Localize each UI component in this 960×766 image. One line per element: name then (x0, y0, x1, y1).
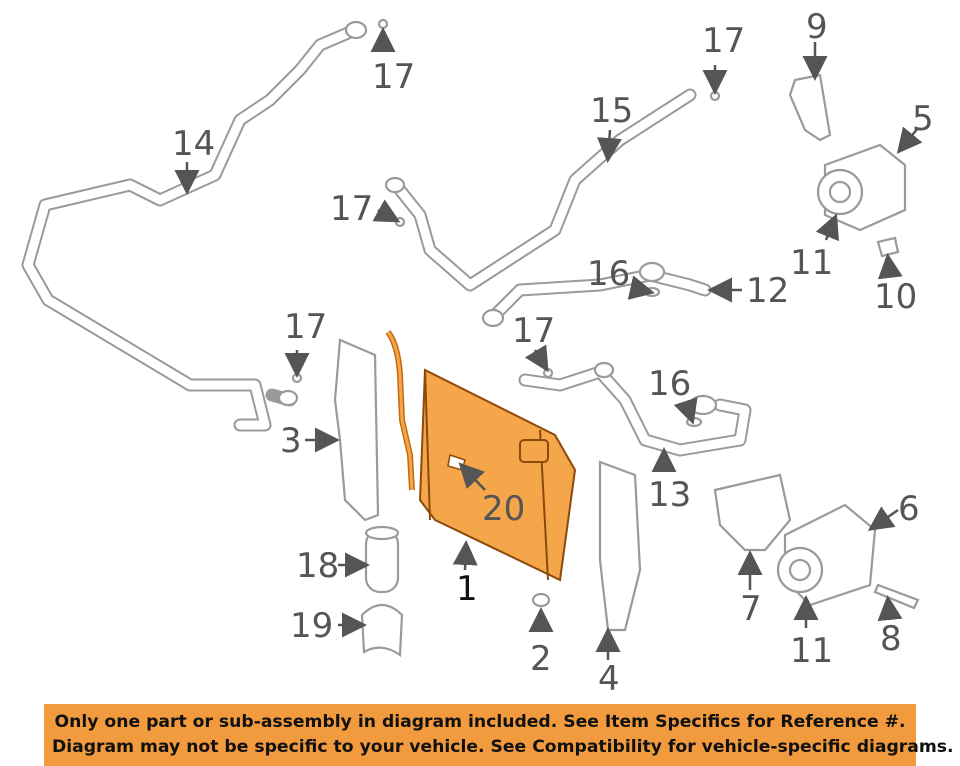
side-panel-4 (598, 460, 642, 632)
callout-17a: 17 (372, 57, 415, 97)
hose-15 (384, 88, 697, 292)
bracket-19 (360, 603, 404, 658)
oring-17d (291, 372, 303, 384)
callout-15: 15 (590, 91, 633, 131)
disclaimer-banner: Only one part or sub-assembly in diagram… (44, 704, 954, 766)
callout-20: 20 (482, 489, 525, 529)
callout-1: 1 (456, 569, 478, 609)
callout-19: 19 (290, 606, 333, 646)
callout-arrows (174, 27, 923, 660)
callout-14: 14 (172, 124, 215, 164)
callout-17d: 17 (284, 307, 327, 347)
callout-17c: 17 (330, 189, 373, 229)
cap-2 (531, 592, 551, 608)
callout-3: 3 (280, 421, 302, 461)
callout-5: 5 (912, 99, 934, 139)
oring-17b (709, 90, 721, 102)
callout-7: 7 (740, 589, 762, 629)
hose-14 (21, 20, 368, 432)
hose-12 (481, 261, 712, 328)
bolt-8 (873, 583, 920, 610)
compressor-6 (776, 503, 877, 607)
callout-6: 6 (898, 489, 920, 529)
callout-11a: 11 (790, 243, 833, 283)
side-panel-3 (333, 338, 380, 522)
bracket-7 (713, 473, 792, 552)
bolt-10 (876, 236, 900, 258)
callout-12: 12 (746, 271, 789, 311)
seal-16b (685, 416, 703, 428)
callout-4: 4 (598, 659, 620, 699)
callout-2: 2 (530, 639, 552, 679)
disclaimer-line-1: Only one part or sub-assembly in diagram… (54, 712, 906, 732)
receiver-drier-18 (364, 525, 400, 594)
parts-diagram: 1 2 3 4 5 6 7 8 9 10 11 11 12 13 14 15 1… (21, 7, 934, 699)
callout-18: 18 (296, 546, 339, 586)
callout-17e: 17 (512, 311, 555, 351)
callout-17b: 17 (702, 21, 745, 61)
bracket-9 (788, 73, 832, 142)
oring-17e (542, 367, 554, 379)
disclaimer-line-2: Diagram may not be specific to your vehi… (52, 737, 954, 757)
callout-11b: 11 (790, 631, 833, 671)
callout-8: 8 (880, 619, 902, 659)
hose-13 (518, 361, 752, 457)
oring-17c (394, 216, 406, 228)
callout-16b: 16 (648, 364, 691, 404)
callout-9: 9 (806, 7, 828, 47)
compressor-5 (816, 143, 907, 232)
condenser-1 (385, 330, 577, 582)
callout-13: 13 (648, 475, 691, 515)
callout-10: 10 (874, 277, 917, 317)
callout-16a: 16 (587, 254, 630, 294)
oring-17a (377, 18, 389, 30)
